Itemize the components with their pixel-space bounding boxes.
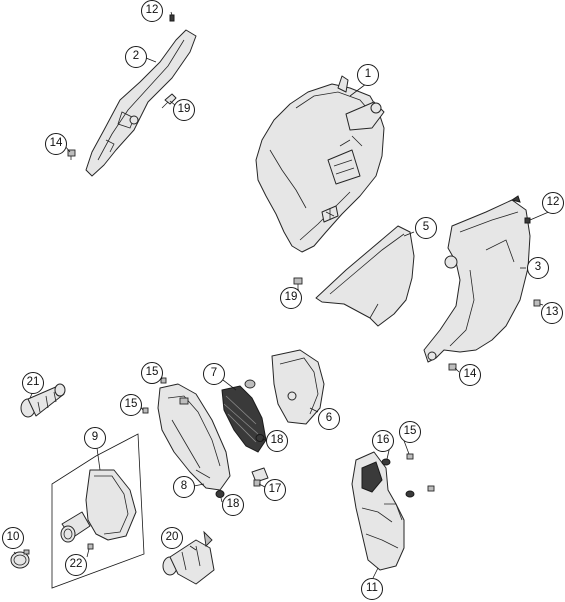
part-6-filter-cage xyxy=(271,349,325,425)
part-22-clip xyxy=(87,543,94,550)
callout-22: 22 xyxy=(65,554,87,576)
callout-2: 2 xyxy=(125,46,147,68)
part-15-screws-right xyxy=(406,453,435,492)
part-18-nut-a xyxy=(255,434,265,442)
callout-19-upper: 19 xyxy=(173,99,195,121)
part-12-screw-right xyxy=(524,217,531,224)
part-21-intake-tube xyxy=(20,383,66,418)
part-5-cover-plate xyxy=(315,225,415,327)
part-18-nut-b xyxy=(215,490,225,498)
callout-15-c: 15 xyxy=(399,421,421,443)
callout-20: 20 xyxy=(161,527,183,549)
callout-5: 5 xyxy=(415,217,437,239)
callout-12-right: 12 xyxy=(542,192,564,214)
callout-9: 9 xyxy=(84,427,106,449)
part-17-sensor xyxy=(251,467,269,487)
callout-11: 11 xyxy=(361,578,383,600)
part-15-screw-a xyxy=(160,377,167,384)
callout-18-b: 18 xyxy=(222,494,244,516)
callout-12-top-left: 12 xyxy=(141,0,163,22)
callout-19-lower: 19 xyxy=(280,287,302,309)
part-10-hose-clamp xyxy=(10,549,30,569)
part-19-bolt-upper xyxy=(161,93,177,109)
part-12-screw-top-left xyxy=(169,14,175,22)
part-9-filter-housing xyxy=(60,469,137,543)
callout-8: 8 xyxy=(173,476,195,498)
callout-3: 3 xyxy=(527,257,549,279)
callout-17: 17 xyxy=(264,479,286,501)
callout-14-left: 14 xyxy=(45,133,67,155)
part-9-assembly-bracket xyxy=(51,433,145,589)
callout-16: 16 xyxy=(372,430,394,452)
callout-15-b: 15 xyxy=(120,394,142,416)
callout-6: 6 xyxy=(318,408,340,430)
part-7-air-filter xyxy=(221,379,267,453)
callout-14-right: 14 xyxy=(459,364,481,386)
callout-13: 13 xyxy=(541,302,563,324)
callout-7: 7 xyxy=(203,363,225,385)
part-2-left-side-cover xyxy=(85,29,197,177)
callout-18-a: 18 xyxy=(266,430,288,452)
callout-15-a: 15 xyxy=(141,362,163,384)
callout-21: 21 xyxy=(22,372,44,394)
callout-10: 10 xyxy=(2,527,24,549)
part-15-screw-b xyxy=(142,407,149,414)
part-8-filter-frame xyxy=(157,383,231,491)
part-1-airbox-housing xyxy=(255,75,385,253)
part-13-nut xyxy=(533,299,541,307)
part-14-screw-right xyxy=(448,363,457,371)
part-20-intake-boot xyxy=(162,530,215,585)
part-16-grommets xyxy=(381,458,415,498)
part-3-right-side-cover xyxy=(423,195,531,363)
part-14-screw-left xyxy=(67,149,76,160)
part-11-air-duct xyxy=(351,451,405,571)
callout-1: 1 xyxy=(357,64,379,86)
